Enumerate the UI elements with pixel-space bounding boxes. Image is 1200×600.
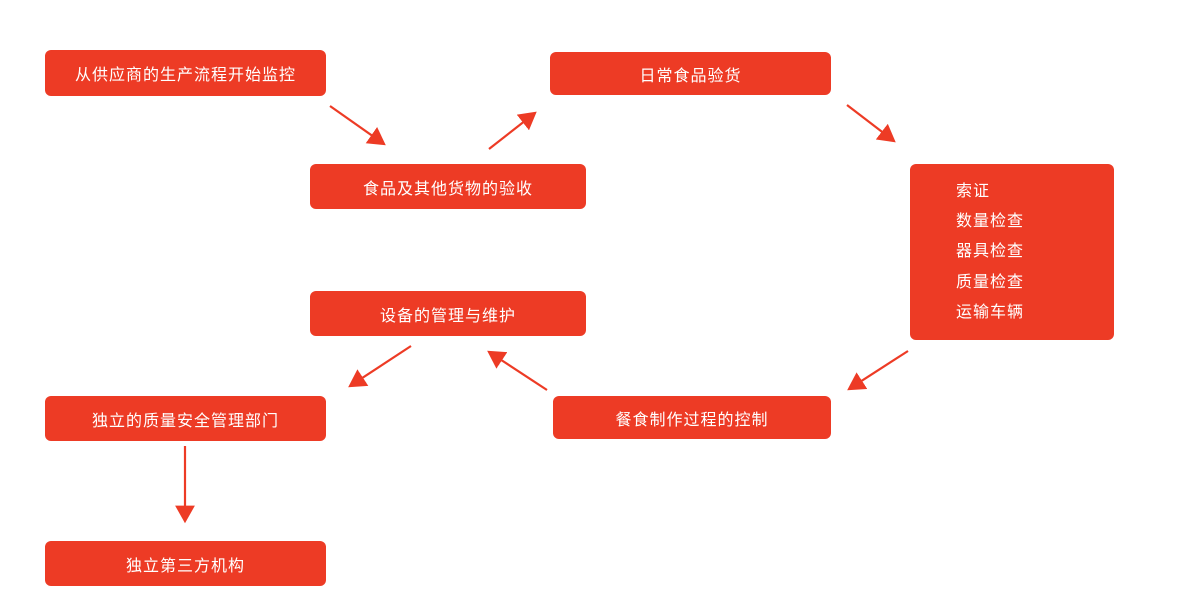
node-quality-dept: 独立的质量安全管理部门: [45, 396, 326, 441]
arrow-acceptance-to-daily-inspection: [488, 111, 537, 150]
node-third-party: 独立第三方机构: [45, 541, 326, 586]
node-daily-inspection-label: 日常食品验货: [639, 67, 742, 85]
checklist-item-quantity-check: 数量检查: [956, 212, 1025, 230]
node-meal-control-label: 餐食制作过程的控制: [615, 411, 769, 429]
arrow-monitor-to-acceptance: [329, 105, 386, 146]
node-equipment-label: 设备的管理与维护: [379, 307, 516, 325]
checklist-item-quality-check: 质量检查: [956, 273, 1025, 291]
checklist-item-transport-vehicles: 运输车辆: [956, 304, 1025, 322]
node-third-party-label: 独立第三方机构: [125, 557, 245, 575]
checklist-item-utensil-check: 器具检查: [956, 243, 1025, 261]
checklist-item-certificates: 索证: [956, 182, 991, 200]
node-monitor: 从供应商的生产流程开始监控: [45, 50, 326, 96]
node-meal-control: 餐食制作过程的控制: [553, 396, 831, 439]
node-daily-inspection: 日常食品验货: [550, 52, 831, 95]
node-equipment: 设备的管理与维护: [310, 291, 586, 336]
node-monitor-label: 从供应商的生产流程开始监控: [74, 67, 296, 84]
arrow-daily-inspection-to-checklist: [846, 104, 896, 143]
node-acceptance-label: 食品及其他货物的验收: [362, 180, 533, 198]
node-acceptance: 食品及其他货物的验收: [310, 164, 586, 209]
arrow-equipment-to-quality-dept: [348, 345, 412, 388]
arrow-meal-control-to-equipment: [487, 350, 548, 391]
node-quality-dept-label: 独立的质量安全管理部门: [91, 412, 279, 430]
arrow-checklist-to-meal-control: [847, 350, 909, 391]
node-checklist: 索证 数量检查 器具检查 质量检查 运输车辆: [910, 164, 1114, 340]
